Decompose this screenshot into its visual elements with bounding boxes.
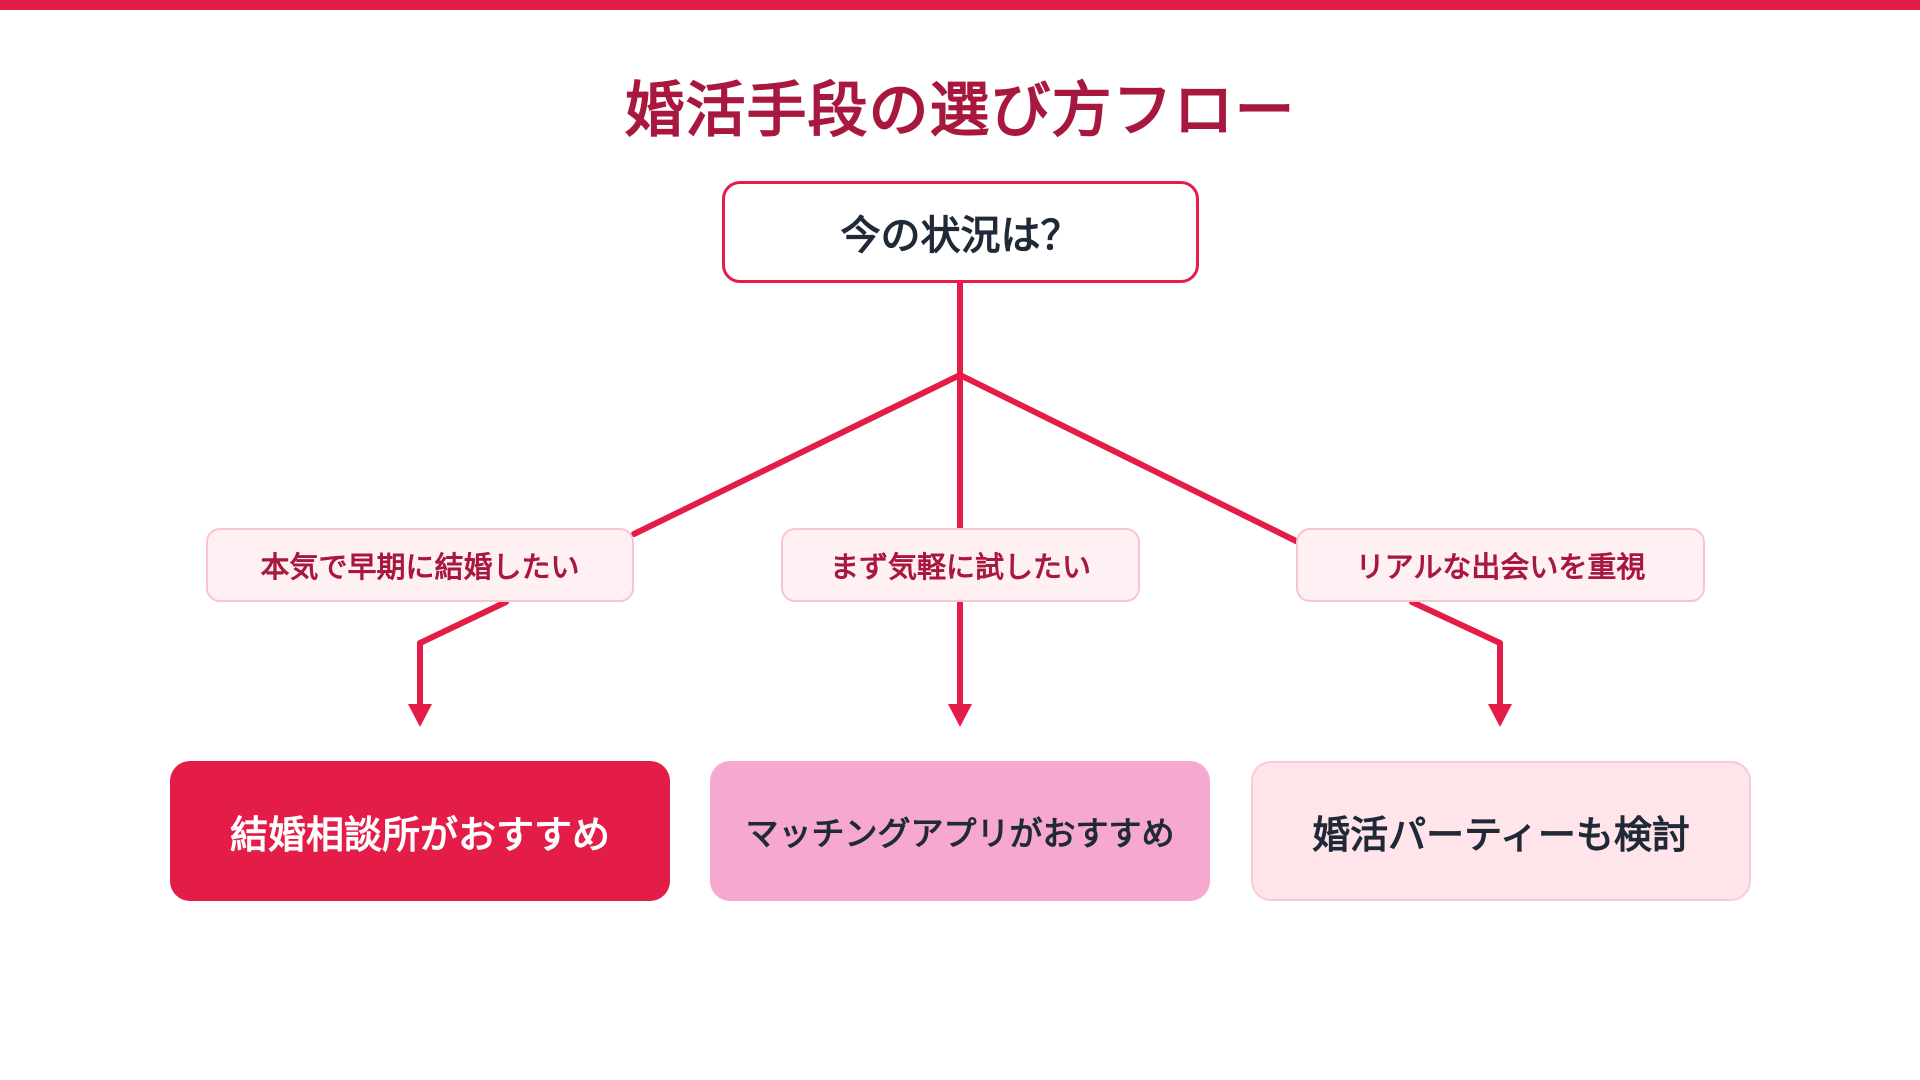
result-konkatsu-party: 婚活パーティーも検討 [1251,761,1751,901]
condition-label: まず気軽に試したい [829,550,1091,584]
result-label: 婚活パーティーも検討 [1312,812,1690,857]
arrowhead-center-icon [948,704,972,727]
arrow-line-right [1409,599,1503,708]
arrowhead-left-icon [408,704,432,727]
page-title: 婚活手段の選び方フロー [624,76,1296,146]
condition-try-casually: まず気軽に試したい [781,528,1140,602]
top-accent-bar [0,0,1920,10]
branch-line-left [631,372,963,537]
result-matching-app: マッチングアプリがおすすめ [710,761,1210,901]
condition-real-encounters: リアルな出会いを重視 [1296,528,1705,602]
start-node: 今の状況は？ [722,181,1199,283]
arrowhead-right-icon [1488,704,1512,727]
start-node-label: 今の状況は？ [840,213,1081,259]
result-label: マッチングアプリがおすすめ [745,814,1175,853]
condition-label: リアルな出会いを重視 [1355,550,1646,584]
condition-label: 本気で早期に結婚したい [260,550,580,584]
arrow-line-left [417,599,509,708]
result-marriage-agency: 結婚相談所がおすすめ [170,761,670,901]
branch-line-right [957,372,1299,544]
condition-early-marriage: 本気で早期に結婚したい [206,528,634,602]
result-label: 結婚相談所がおすすめ [229,812,610,857]
